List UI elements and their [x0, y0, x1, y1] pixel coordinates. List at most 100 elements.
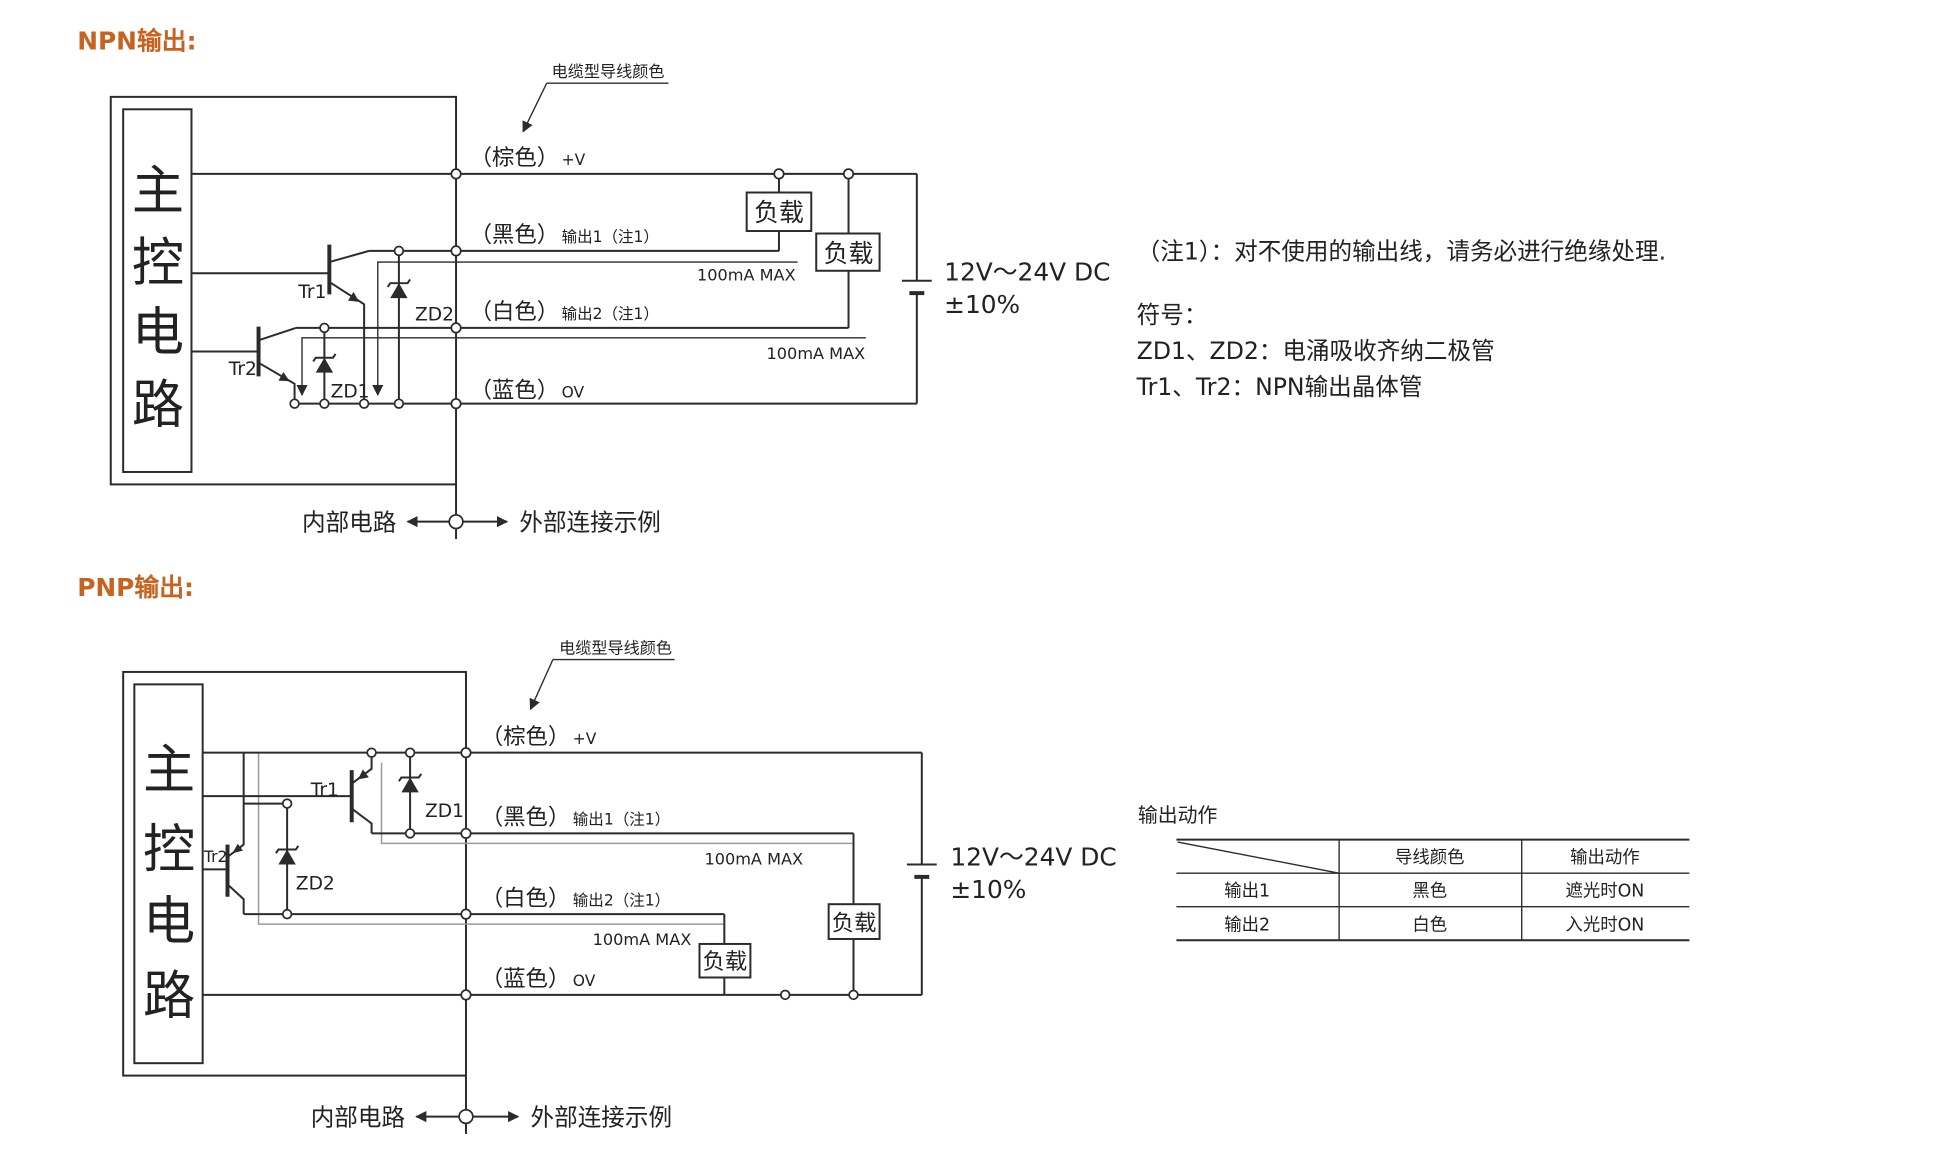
pnp-white-color-label: （白色） — [481, 885, 570, 911]
junction-node — [393, 398, 405, 409]
junction-node — [319, 398, 330, 409]
npn-brown-color-label: （棕色） — [470, 145, 559, 171]
pnp-load1-label: 负载 — [832, 910, 877, 936]
junction-node — [281, 908, 293, 920]
symbol-transistor-description: Tr1、Tr2：NPN输出晶体管 — [1136, 373, 1423, 401]
output-action-table: 输出动作 导线颜色 输出动作 输出1 黑色 遮光时ON 输出2 白色 入光时ON — [1138, 804, 1690, 942]
pnp-zener-upper-bar — [398, 773, 423, 782]
npn-zener-diode-lower — [312, 327, 337, 404]
npn-current-limit-1: 100mA MAX — [697, 266, 796, 285]
pnp-dc-supply — [906, 752, 937, 995]
pnp-black-signal-label: 输出1（注1） — [573, 811, 670, 829]
npn-tr1-collector — [329, 249, 370, 264]
junction-node — [281, 798, 293, 809]
junction-node — [460, 827, 472, 839]
npn-zener-lower-label: ZD1 — [331, 381, 370, 402]
pnp-callout-arrow — [529, 659, 554, 711]
junction-node — [450, 322, 462, 334]
note-unused-output: （注1）：对不使用的输出线，请务必进行绝缘处理. — [1137, 238, 1666, 266]
npn-zener-diode-upper — [386, 250, 411, 404]
pnp-boundary-node — [458, 1108, 474, 1125]
pnp-internal-label: 内部电路 — [311, 1103, 405, 1131]
junction-node — [460, 747, 472, 759]
pnp-controller-char: 路 — [143, 967, 195, 1027]
npn-black-color-label: （黑色） — [470, 222, 559, 248]
npn-tr2-emitter — [258, 361, 296, 404]
pnp-internal-circuit-box — [122, 670, 467, 1077]
npn-zener-upper-label: ZD2 — [415, 304, 454, 325]
pnp-controller-char: 控 — [143, 820, 195, 880]
pnp-controller-char: 主 — [143, 740, 195, 800]
npn-current-indicator-2 — [296, 337, 866, 397]
table-cell-wire: 黑色 — [1412, 882, 1447, 902]
npn-zener-upper-triangle — [390, 283, 408, 299]
symbol-zener-description: ZD1、ZD2：电涌吸收齐纳二极管 — [1137, 337, 1495, 365]
pnp-zener-lower-triangle — [278, 849, 296, 865]
pnp-zener-upper-triangle — [401, 777, 419, 793]
pnp-black-color-label: （黑色） — [481, 805, 570, 831]
junction-node — [460, 908, 472, 920]
junction-node — [842, 168, 855, 180]
npn-controller-char: 主 — [132, 162, 184, 222]
junction-node — [393, 245, 405, 257]
npn-load2-label: 负载 — [824, 239, 874, 268]
npn-title: NPN输出: — [77, 27, 196, 56]
npn-supply-voltage: 12V～24V DC — [944, 258, 1110, 287]
table-cell-action: 入光时ON — [1566, 915, 1645, 935]
pnp-tr1-label: Tr1 — [310, 780, 339, 801]
symbols-heading: 符号： — [1137, 301, 1208, 329]
npn-internal-circuit-box — [109, 95, 458, 486]
npn-tr2-collector — [258, 326, 297, 342]
npn-tr2-emitter-arrow — [278, 371, 290, 382]
npn-tr1-emitter-arrow — [347, 291, 360, 302]
table-header-output-action: 输出动作 — [1570, 848, 1640, 868]
table-row: 输出2 白色 入光时ON — [1224, 915, 1644, 935]
npn-callout-arrow — [522, 82, 548, 133]
pnp-supply-tolerance: ±10% — [950, 875, 1026, 904]
pnp-tr2-label: Tr2 — [203, 848, 227, 866]
npn-transistor-tr1 — [191, 244, 370, 404]
npn-supply-tolerance: ±10% — [944, 290, 1020, 319]
junction-node — [289, 398, 300, 409]
pnp-blue-signal-label: OV — [573, 972, 596, 990]
pnp-white-signal-label: 输出2（注1） — [573, 891, 670, 909]
junction-node — [460, 989, 472, 1001]
pnp-title: PNP输出: — [77, 573, 194, 602]
pnp-brown-signal-label: +V — [573, 730, 597, 748]
junction-node — [773, 168, 785, 180]
npn-blue-color-label: （蓝色） — [470, 377, 559, 403]
junction-node — [450, 398, 462, 410]
pnp-tr1-collector — [351, 807, 373, 834]
npn-white-color-label: （白色） — [470, 299, 559, 325]
table-cell-action: 遮光时ON — [1566, 882, 1645, 902]
npn-tr1-emitter — [328, 281, 366, 404]
npn-load1-box — [745, 191, 813, 233]
output-action-title: 输出动作 — [1138, 804, 1218, 827]
npn-cable-color-note: 电缆型导线颜色 — [552, 62, 665, 81]
table-row: 输出1 黑色 遮光时ON — [1224, 882, 1644, 902]
pnp-zener-diode-upper — [398, 752, 423, 834]
npn-load1-label: 负载 — [754, 198, 804, 227]
pnp-load1-box — [827, 903, 881, 940]
npn-zener-lower-triangle — [315, 357, 334, 373]
npn-white-signal-label: 输出2（注1） — [562, 305, 659, 323]
npn-controller-box — [122, 108, 193, 473]
junction-node — [848, 989, 859, 1001]
npn-load2-box — [815, 232, 881, 272]
pnp-tr1-emitter-arrow — [357, 769, 369, 780]
npn-controller-char: 控 — [132, 234, 184, 294]
npn-controller-char: 路 — [132, 375, 184, 435]
junction-node — [450, 168, 462, 180]
npn-notes: （注1）：对不使用的输出线，请务必进行绝缘处理. 符号： ZD1、ZD2：电涌吸… — [1136, 238, 1666, 401]
npn-tr2-label: Tr2 — [228, 359, 257, 380]
table-header-wire-color: 导线颜色 — [1395, 848, 1465, 868]
npn-brown-signal-label: +V — [562, 151, 586, 169]
npn-current-limit-2: 100mA MAX — [767, 344, 866, 363]
table-cell-wire: 白色 — [1412, 915, 1447, 935]
pnp-supply-voltage: 12V～24V DC — [950, 843, 1116, 872]
npn-transistor-tr2 — [191, 326, 297, 404]
pnp-tr2-emitter — [226, 752, 245, 858]
pnp-load2-label: 负载 — [703, 949, 748, 975]
